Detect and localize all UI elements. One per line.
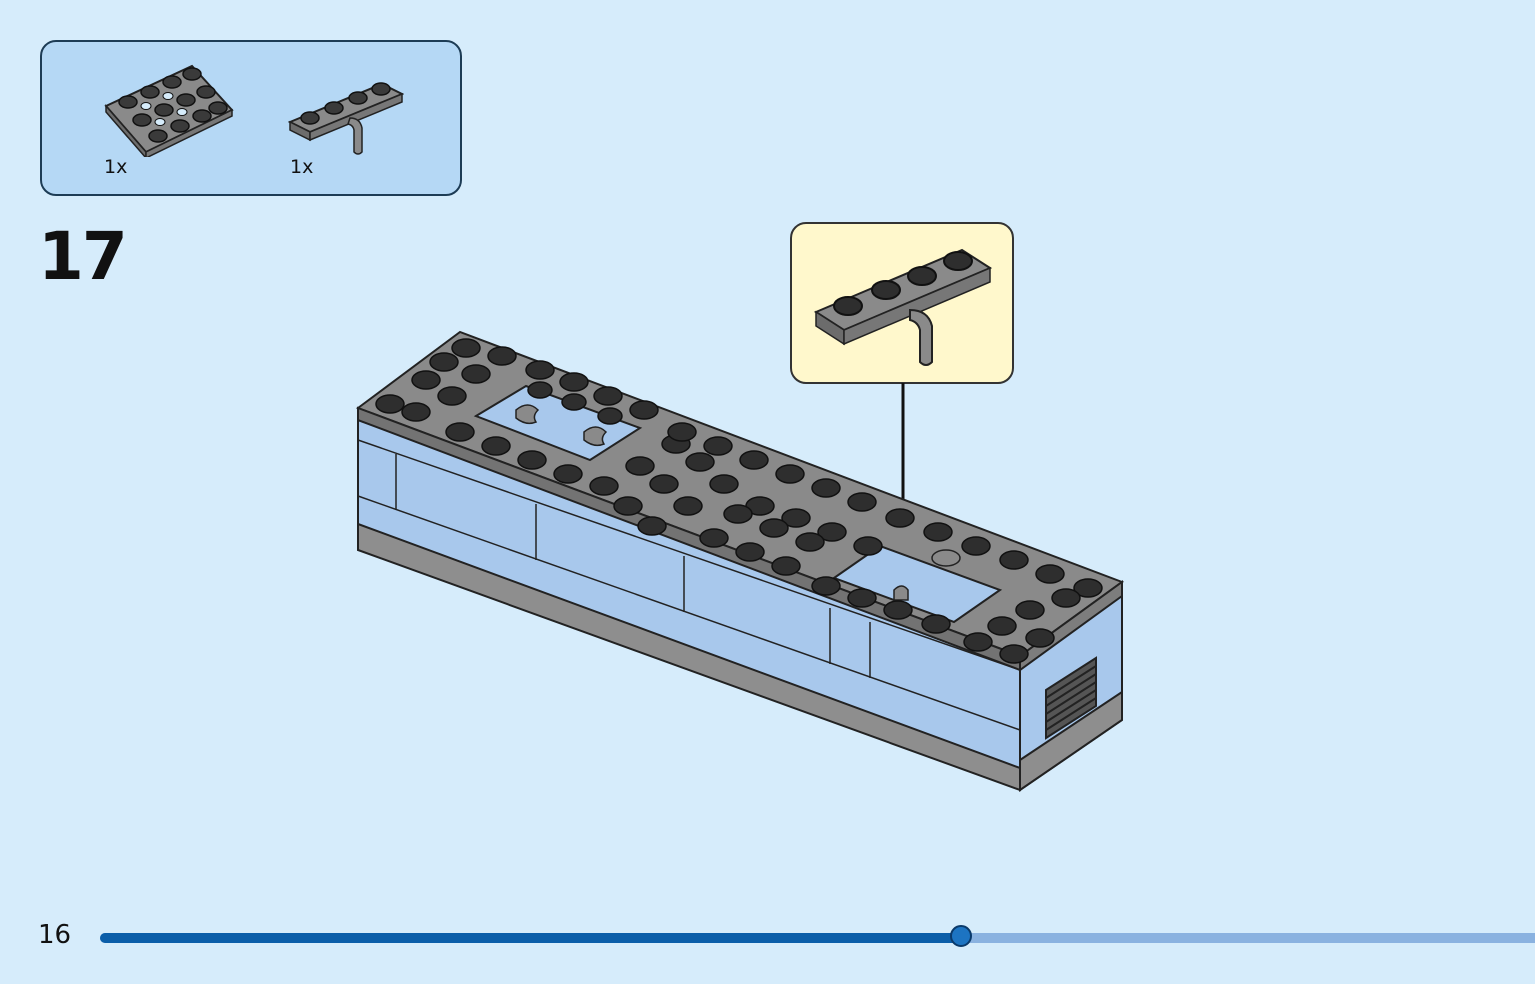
page-number: 16 xyxy=(38,920,72,950)
progress-knob xyxy=(950,925,972,947)
parts-list-box: 1x 1x xyxy=(40,40,462,196)
plate-1x4-with-bar-icon xyxy=(813,248,993,366)
plate-2x4-with-holes-icon xyxy=(102,62,234,157)
part-quantity: 1x xyxy=(104,156,128,178)
progress-fill xyxy=(100,933,961,943)
model-assembly xyxy=(340,320,1140,804)
step-number: 17 xyxy=(38,218,128,295)
part-callout xyxy=(790,222,1014,384)
progress-bar xyxy=(100,925,1535,947)
part-quantity: 1x xyxy=(290,156,314,178)
plate-1x4-with-bar-icon xyxy=(288,78,404,158)
